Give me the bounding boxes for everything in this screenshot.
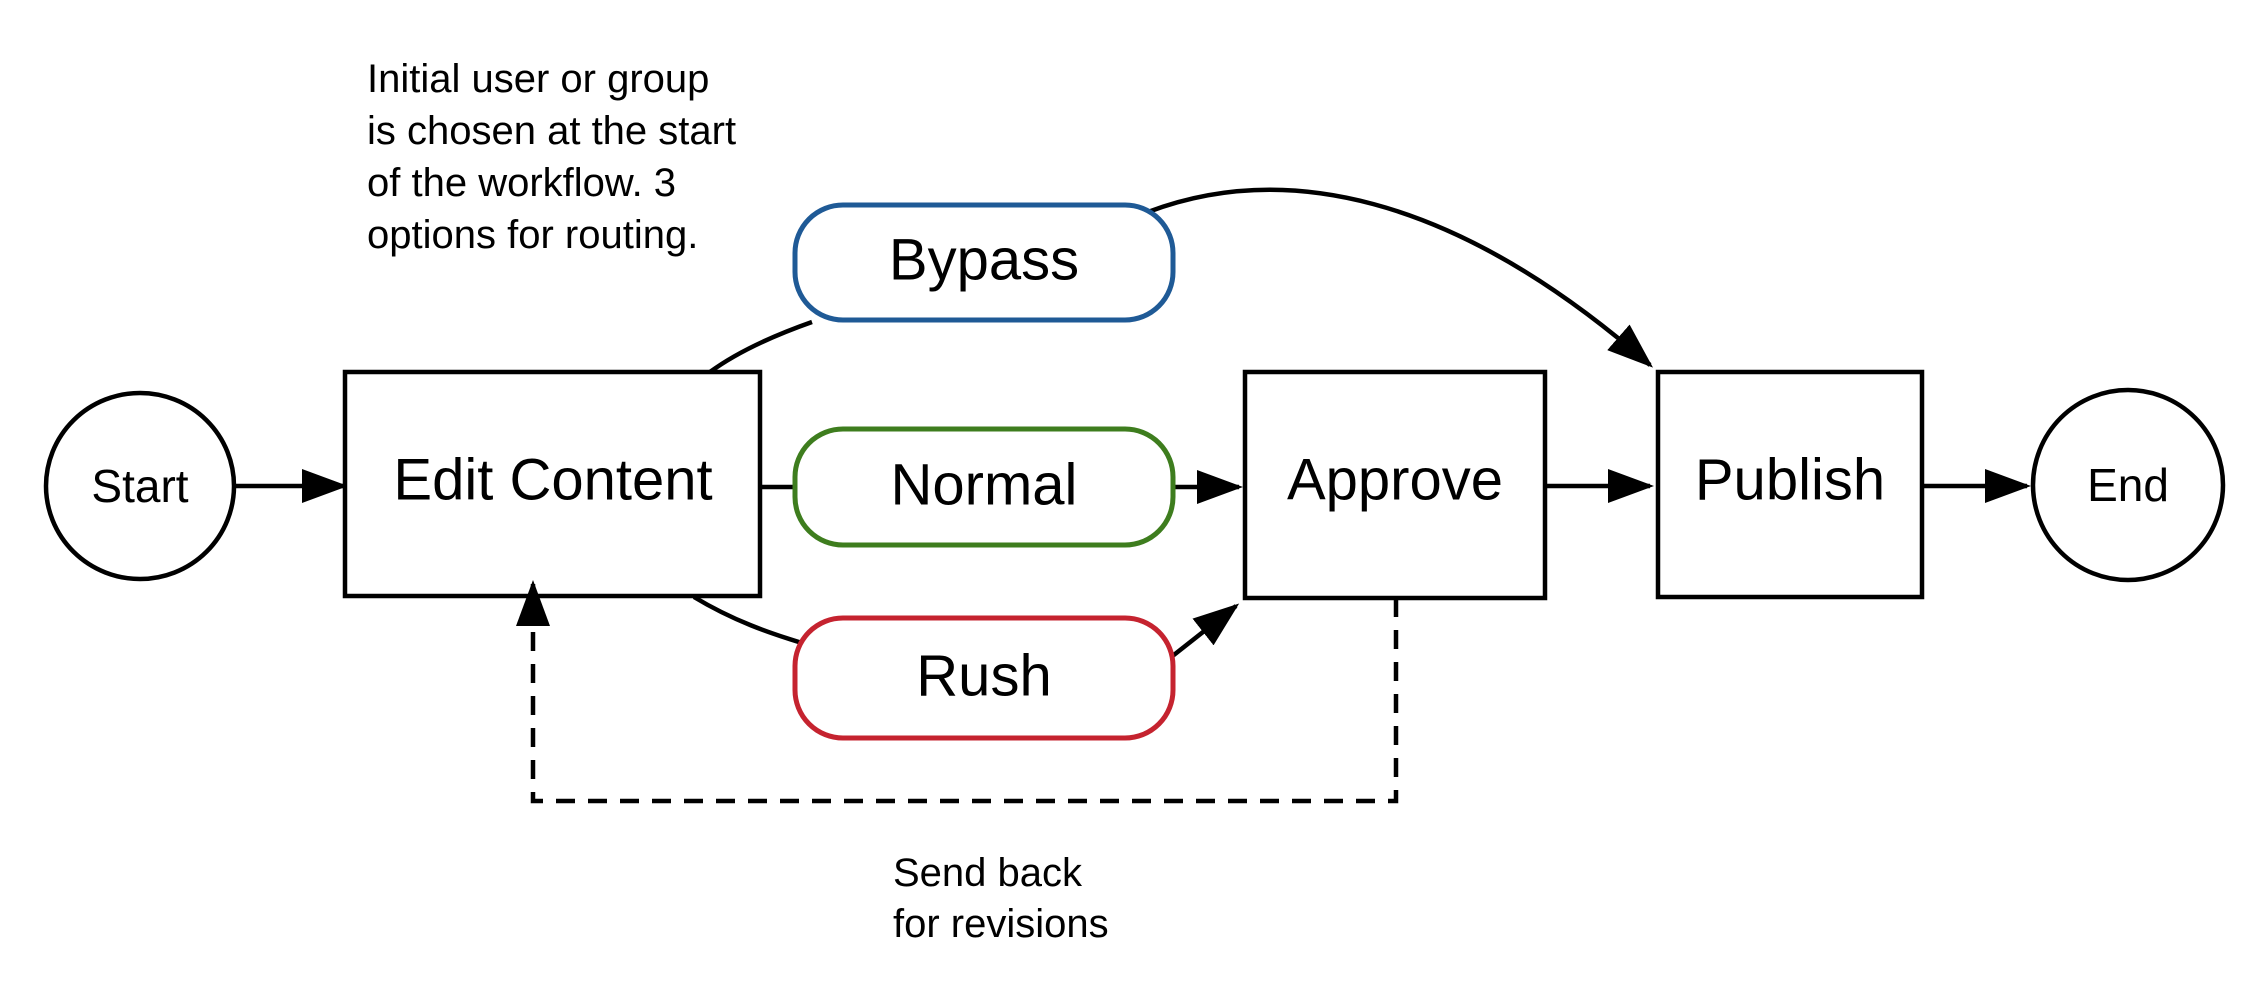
node-end: End [2030, 387, 2226, 583]
normal-box [792, 426, 1176, 548]
node-rush: Rush [792, 615, 1176, 741]
end-label: End [2087, 459, 2169, 511]
node-approve: Approve [1242, 369, 1548, 601]
normal-label: Normal [891, 453, 1078, 518]
routing-note-line-1: Initial user or group [367, 57, 709, 101]
send-back-note-line-2: for revisions [893, 902, 1109, 946]
edit-content-box [342, 369, 763, 599]
routing-note-line-3: of the workflow. 3 [367, 161, 676, 205]
send-back-note-line-1: Send back [893, 851, 1083, 895]
approve-label: Approve [1287, 448, 1503, 513]
edge-rush-to-approve [1168, 603, 1240, 660]
edges [232, 187, 2031, 660]
routing-note: Initial user or group is chosen at the s… [367, 57, 736, 257]
edge-send-back-dashed [516, 580, 1399, 804]
node-publish: Publish [1655, 369, 1925, 600]
edge-edit-to-bypass [708, 319, 813, 374]
bypass-label: Bypass [889, 228, 1079, 293]
node-edit-content: Edit Content [342, 369, 763, 599]
edit-content-label: Edit Content [393, 448, 712, 513]
end-circle [2030, 387, 2226, 583]
node-start: Start [43, 390, 237, 582]
routing-note-line-4: options for routing. [367, 213, 698, 257]
edge-edit-to-rush [692, 595, 813, 649]
edge-bypass-to-publish [1147, 187, 1654, 368]
node-normal: Normal [792, 426, 1176, 548]
rush-label: Rush [916, 644, 1051, 709]
publish-box [1655, 369, 1925, 600]
start-circle [43, 390, 237, 582]
rush-box [792, 615, 1176, 741]
publish-label: Publish [1695, 448, 1885, 513]
send-back-note: Send back for revisions [893, 851, 1109, 946]
start-label: Start [91, 460, 188, 512]
approve-box [1242, 369, 1548, 601]
bypass-box [792, 202, 1176, 323]
node-bypass: Bypass [792, 202, 1176, 323]
routing-note-line-2: is chosen at the start [367, 109, 736, 153]
